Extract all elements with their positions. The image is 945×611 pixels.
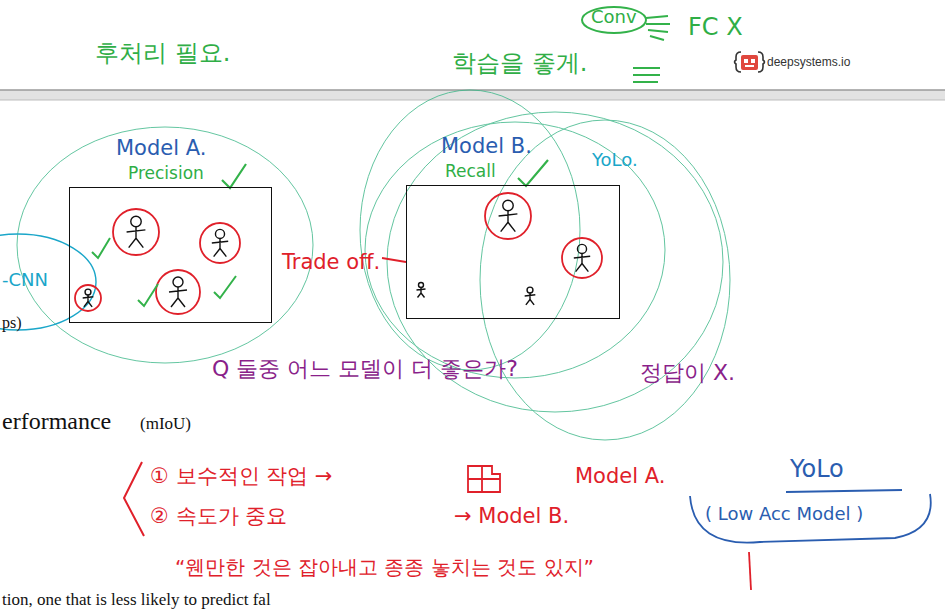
note: FC X (688, 14, 743, 42)
person-figures (75, 209, 240, 314)
slide-edge (0, 100, 945, 101)
model-heading: Model A. (116, 136, 206, 160)
check-mark (518, 160, 548, 186)
image-frame: Model B.Recall (406, 185, 620, 319)
note: 학습을 좋게. (452, 50, 587, 78)
note: 후처리 필요. (95, 40, 230, 68)
heading-fragment: (mIoU) (140, 414, 191, 434)
quote-note: “웬만한 것은 잡아내고 종종 놓치는 것도 있지” (175, 556, 594, 579)
person-figures (417, 193, 603, 305)
logo-icon (735, 52, 765, 72)
cut-label: -CNN (2, 270, 48, 291)
body-fragment: tion, one that is less likely to predict… (2, 590, 271, 610)
sketch-icon (468, 466, 500, 492)
note: YoLo. (592, 150, 638, 171)
hatch-mark (646, 16, 670, 40)
model-heading: Model B. (441, 134, 532, 158)
check-mark (222, 164, 246, 188)
note: Model A. (575, 464, 665, 488)
bracket (690, 494, 931, 543)
note: YoLo (790, 456, 844, 484)
image-frame: Model A.Precision (69, 187, 272, 323)
question-note: Q 둘중 어느 모델이 더 좋은가? (212, 356, 518, 381)
underline (786, 490, 902, 492)
note: → Model B. (454, 504, 569, 528)
sketch-loop (17, 90, 730, 440)
circle-mark (582, 7, 646, 33)
note: Trade off. (282, 250, 380, 274)
hatch-mark (633, 68, 660, 82)
cut-label: ps) (2, 314, 22, 332)
metric-note: Recall (445, 162, 496, 182)
circled-note: Conv (591, 7, 637, 28)
note: ① 보수적인 작업 → (150, 464, 332, 488)
metric-note: Precision (128, 164, 204, 184)
heading-fragment: erformance (2, 408, 111, 436)
answer-note: 정답이 X. (640, 360, 735, 385)
check-mark (92, 238, 236, 306)
divider-stroke (749, 552, 751, 590)
logo-text: deepsystems.io (767, 56, 850, 70)
trade-off-stroke (382, 258, 406, 262)
note: ② 속도가 중요 (150, 504, 287, 528)
slide-gap (0, 90, 945, 100)
bracket (124, 462, 144, 536)
note: ( Low Acc Model ) (705, 504, 863, 525)
